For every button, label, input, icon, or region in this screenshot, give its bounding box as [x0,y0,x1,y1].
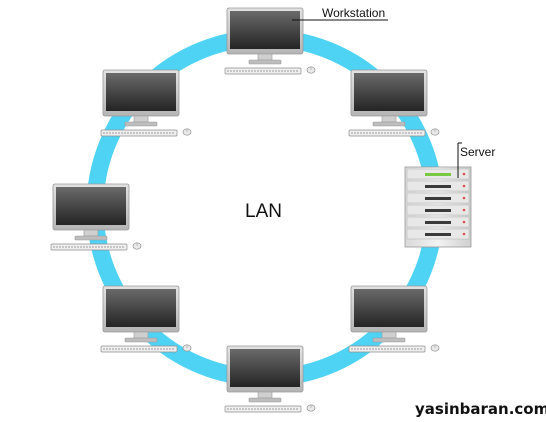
server-callout: Server [457,142,495,178]
lan-label: LAN [245,201,282,222]
watermark-text: yasinbaran.com [415,400,546,418]
workstation-upper-right [348,69,440,137]
workstation-top [224,7,316,75]
workstation-callout: Workstation [292,6,388,21]
server-label: Server [460,145,495,159]
workstation-mid-left [50,183,142,251]
workstation-label: Workstation [322,6,385,20]
workstation-lower-left [100,285,192,353]
workstation-bottom [224,345,316,413]
server-tower [404,166,472,248]
